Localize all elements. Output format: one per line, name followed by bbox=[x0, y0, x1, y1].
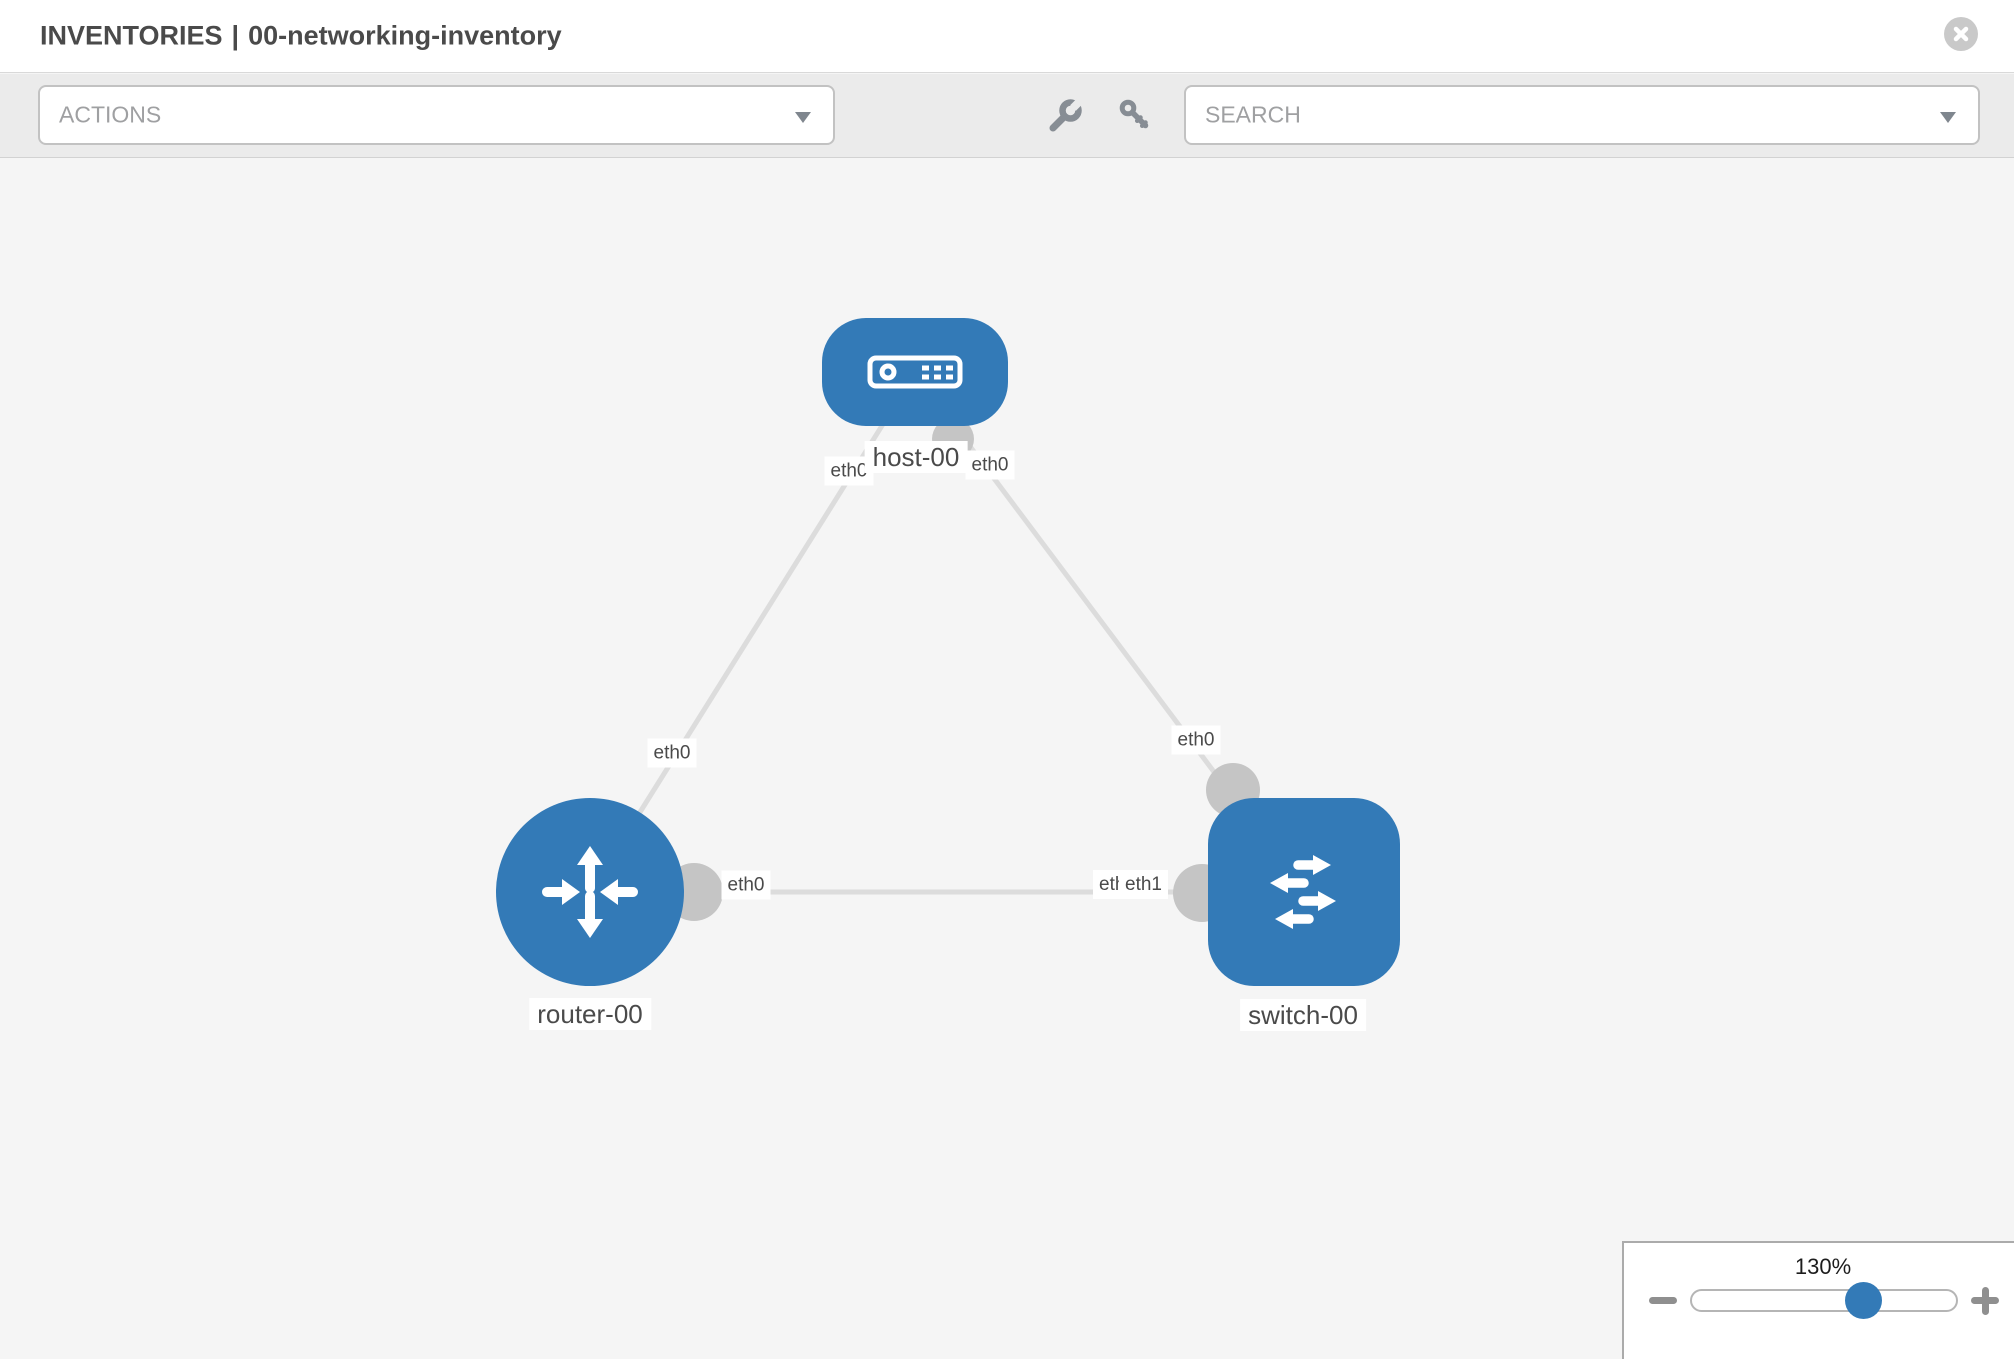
router-icon bbox=[542, 846, 638, 938]
zoom-level-label: 130% bbox=[1794, 1254, 1852, 1279]
zoom-out-button[interactable] bbox=[1649, 1297, 1677, 1304]
configure-button[interactable] bbox=[1046, 97, 1084, 135]
switch-icon bbox=[1270, 855, 1336, 929]
actions-dropdown[interactable]: ACTIONS bbox=[38, 85, 835, 145]
iface-label: eth0 bbox=[647, 738, 697, 768]
chevron-down-icon bbox=[1940, 112, 1956, 123]
host-icon bbox=[867, 355, 963, 389]
close-button[interactable] bbox=[1944, 17, 1978, 51]
node-label-host-00: host-00 bbox=[864, 441, 968, 473]
iface-label: eth0 bbox=[721, 870, 771, 900]
iface-label: eth0 bbox=[965, 450, 1015, 480]
node-label-switch-00: switch-00 bbox=[1240, 999, 1366, 1031]
zoom-slider-thumb[interactable] bbox=[1845, 1282, 1882, 1319]
titlebar: INVENTORIES | 00-networking-inventory bbox=[0, 0, 2014, 73]
topology-graph bbox=[587, 371, 1307, 922]
zoom-panel: 130% bbox=[1622, 1241, 2014, 1359]
breadcrumb-inventory-name: 00-networking-inventory bbox=[248, 20, 562, 51]
actions-dropdown-label: ACTIONS bbox=[59, 101, 162, 128]
credentials-button[interactable] bbox=[1116, 97, 1154, 135]
toolbar: ACTIONS SEARCH bbox=[0, 74, 2014, 158]
node-switch-00[interactable] bbox=[1208, 798, 1400, 986]
node-router-00[interactable] bbox=[496, 798, 684, 986]
breadcrumb-section: INVENTORIES bbox=[40, 20, 223, 51]
zoom-in-button[interactable] bbox=[1981, 1286, 1989, 1315]
node-label-router-00: router-00 bbox=[529, 998, 651, 1030]
iface-label: eth1 bbox=[1119, 870, 1168, 899]
wrench-icon bbox=[1049, 98, 1083, 132]
iface-label: eth0 bbox=[1171, 725, 1221, 755]
breadcrumb-separator: | bbox=[231, 20, 240, 51]
close-icon bbox=[1953, 26, 1969, 42]
zoom-slider-track[interactable] bbox=[1690, 1289, 1958, 1312]
search-dropdown-label: SEARCH bbox=[1205, 101, 1301, 128]
topology-canvas[interactable]: eth0 eth0 eth0 eth0 eth0 eth0 eth1 host-… bbox=[0, 159, 2014, 1359]
page-title: INVENTORIES | 00-networking-inventory bbox=[40, 21, 562, 52]
search-dropdown[interactable]: SEARCH bbox=[1184, 85, 1980, 145]
key-icon bbox=[1119, 99, 1149, 129]
iface-label: eth0 bbox=[824, 456, 874, 486]
chevron-down-icon bbox=[795, 112, 811, 123]
node-host-00[interactable] bbox=[822, 318, 1008, 426]
